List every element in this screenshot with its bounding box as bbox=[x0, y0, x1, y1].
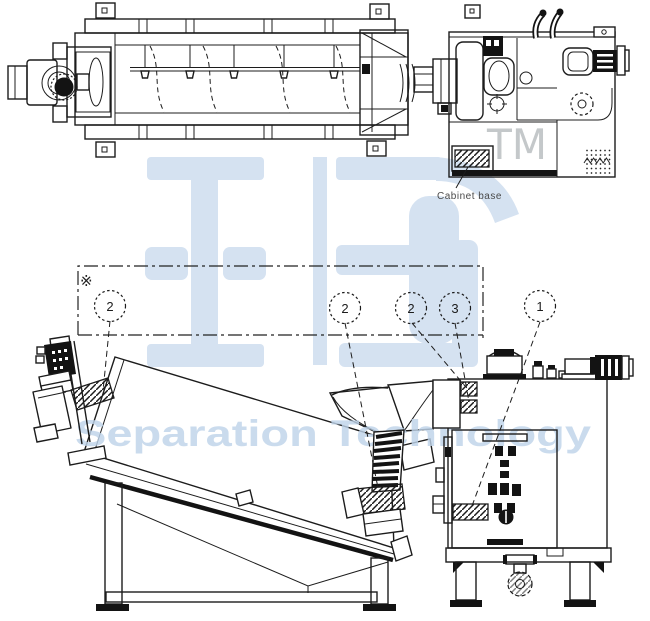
bearing-hatch bbox=[70, 377, 115, 411]
valve-symbol bbox=[487, 94, 507, 114]
mount-hatch-lower bbox=[460, 399, 478, 414]
panel-hatch bbox=[452, 503, 489, 521]
corrugated-hose bbox=[341, 429, 406, 537]
balloon-2-left: 2 bbox=[93, 289, 127, 323]
top-view-gearmotor bbox=[7, 42, 112, 123]
coupling-shaft bbox=[399, 58, 458, 115]
door-handle bbox=[482, 433, 528, 442]
left-leg bbox=[104, 482, 123, 605]
control-cabinet-side bbox=[432, 349, 634, 607]
top-view-drawing: Cabinet base bbox=[7, 2, 630, 202]
tm-watermark: TM bbox=[486, 120, 547, 169]
side-view-drum bbox=[83, 356, 435, 593]
svg-text:2: 2 bbox=[106, 299, 113, 314]
leader-lines bbox=[102, 320, 541, 507]
side-view-machine bbox=[32, 335, 634, 611]
cabinet-base-label: Cabinet base bbox=[437, 191, 502, 202]
balloon-2-right: 2 bbox=[394, 291, 428, 325]
mounting-tabs bbox=[95, 2, 481, 158]
drive-motor-assembly bbox=[32, 335, 115, 466]
balloon-3: 3 bbox=[438, 291, 472, 325]
mount-hatch-upper bbox=[460, 381, 478, 397]
balloon-2-middle: 2 bbox=[328, 291, 362, 325]
roof-equipment bbox=[483, 349, 634, 380]
screw-internals bbox=[130, 45, 360, 113]
control-buttons bbox=[488, 446, 521, 513]
svg-text:2: 2 bbox=[341, 301, 348, 316]
base-rail bbox=[105, 591, 378, 603]
fan-housing-1 bbox=[483, 57, 515, 96]
balloon-callouts: 2 2 2 3 1 bbox=[93, 289, 557, 325]
balloon-1: 1 bbox=[523, 289, 557, 323]
cabinet-base-hatch bbox=[454, 149, 490, 168]
cable-glands bbox=[532, 8, 564, 39]
control-cabinet-top: Cabinet base bbox=[437, 8, 630, 202]
svg-text:3: 3 bbox=[451, 301, 458, 316]
reference-mark: ※ bbox=[80, 272, 93, 290]
svg-text:2: 2 bbox=[407, 301, 414, 316]
vent-grille bbox=[584, 147, 613, 177]
top-view-end-cap bbox=[359, 29, 409, 136]
svg-text:1: 1 bbox=[536, 299, 543, 314]
annotations: ※ 2 2 2 3 bbox=[77, 265, 557, 507]
drain-valve bbox=[503, 554, 537, 597]
